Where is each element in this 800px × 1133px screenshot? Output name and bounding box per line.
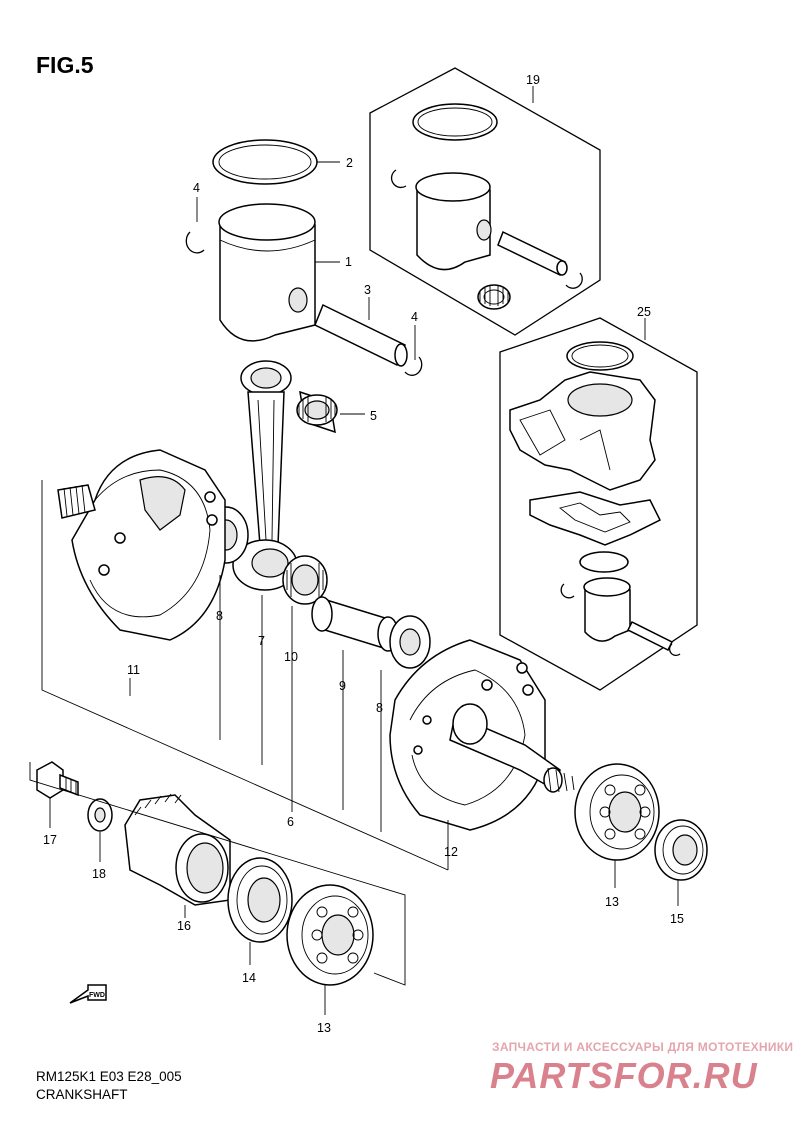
circlip-4b (404, 356, 423, 376)
connecting-rod-7 (232, 360, 298, 591)
cylinder-set-box (499, 317, 698, 691)
crankshaft-left-11 (57, 449, 226, 641)
piston-assembly (185, 139, 423, 434)
callout-12: 12 (444, 845, 458, 859)
callout-6: 6 (287, 815, 294, 829)
callout-5: 5 (370, 409, 377, 423)
callout-4b: 4 (411, 310, 418, 324)
bearing-13b (286, 884, 374, 986)
figure-label: FIG.5 (36, 52, 94, 78)
callout-1: 1 (345, 255, 352, 269)
piston-ring-2 (212, 139, 318, 185)
bearing-13a (574, 763, 660, 861)
callout-9: 9 (339, 679, 346, 693)
circlip-4a (185, 231, 205, 254)
gear-16 (124, 793, 231, 906)
callout-18: 18 (92, 867, 106, 881)
callout-15: 15 (670, 912, 684, 926)
piston-set-box (369, 67, 601, 336)
callout-8a: 8 (216, 609, 223, 623)
crankshaft-right-12 (389, 639, 575, 831)
callout-11: 11 (127, 663, 140, 677)
callout-4a: 4 (193, 181, 200, 195)
callout-3: 3 (364, 283, 371, 297)
callouts: 1 2 3 4 4 5 6 7 8 8 9 10 11 12 13 13 14 … (43, 73, 684, 1035)
callout-8b: 8 (376, 701, 383, 715)
callout-10: 10 (284, 650, 298, 664)
callout-19: 19 (526, 73, 540, 87)
callout-2: 2 (346, 156, 353, 170)
oil-seal-14 (227, 857, 293, 943)
callout-25: 25 (637, 305, 651, 319)
section-title: CRANKSHAFT (36, 1087, 128, 1102)
watermark-tagline: ЗАПЧАСТИ И АКСЕССУАРЫ ДЛЯ МОТОТЕХНИКИ (492, 1040, 793, 1054)
callout-16: 16 (177, 919, 191, 933)
watermark-brand: PARTSFOR.RU (490, 1055, 758, 1096)
callout-13a: 13 (605, 895, 619, 909)
washer-8b (389, 615, 431, 669)
washer-18 (87, 798, 113, 832)
piston-1 (219, 224, 316, 342)
callout-17: 17 (43, 833, 57, 847)
bearing-10 (282, 555, 328, 605)
fwd-label: FWD (89, 992, 105, 999)
model-code: RM125K1 E03 E28_005 (36, 1069, 182, 1084)
leader-lines (29, 161, 679, 1015)
oil-seal-15 (654, 819, 708, 881)
fwd-arrow-icon: FWD (69, 984, 107, 1004)
bearing-5 (296, 390, 338, 434)
callout-7: 7 (258, 634, 265, 648)
piston-pin-3 (314, 303, 406, 367)
callout-14: 14 (242, 971, 256, 985)
callout-13b: 13 (317, 1021, 331, 1035)
